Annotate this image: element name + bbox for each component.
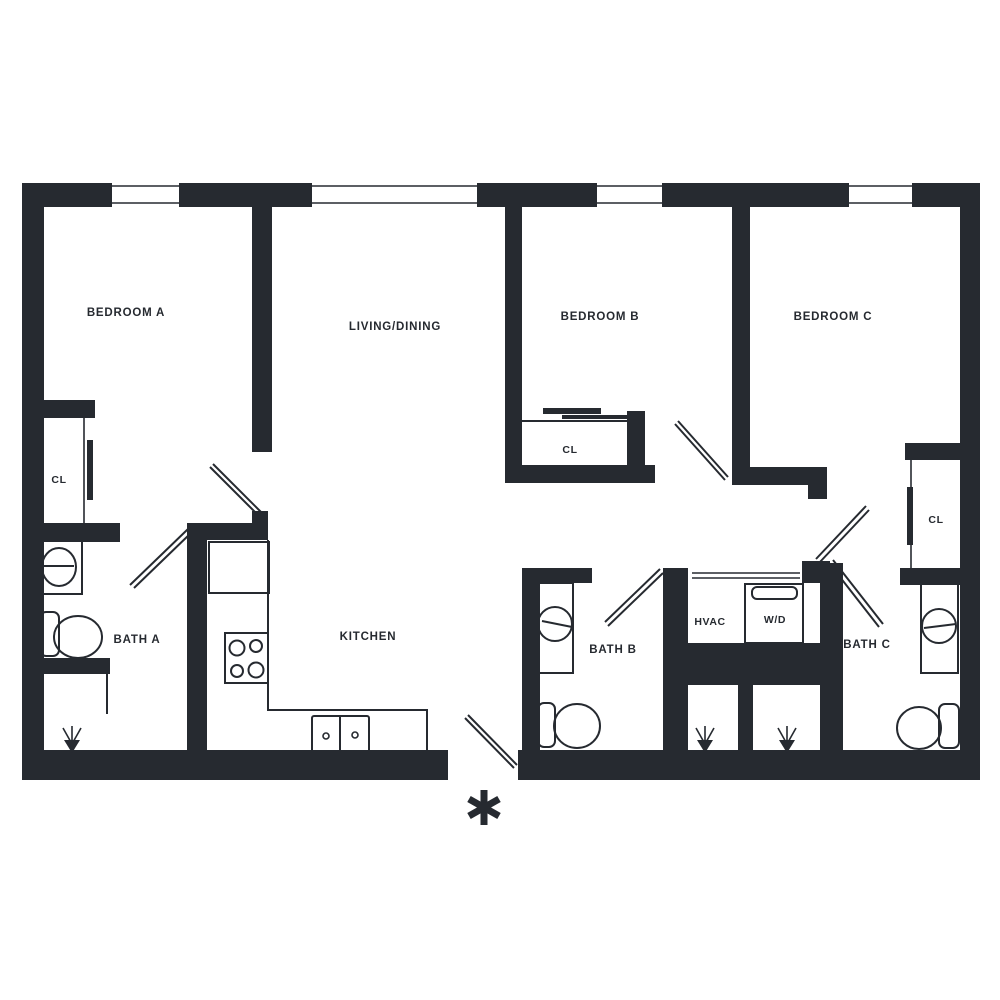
- closetA-label: CL: [51, 474, 66, 486]
- wall-top-seg2: [179, 183, 312, 207]
- bedroomA-label: BEDROOM A: [87, 307, 165, 319]
- wall-right: [960, 183, 980, 780]
- closetC-label: CL: [928, 514, 943, 526]
- wall-closetC-bottom: [900, 568, 960, 585]
- bathA-door: [129, 528, 193, 589]
- wall-bedroomB-bottom: [505, 465, 655, 483]
- wall-bedroomB-closet-pier: [627, 411, 645, 465]
- bathA-fixtures: [39, 540, 108, 753]
- living-dining-label: LIVING/DINING: [349, 321, 441, 333]
- kitchen-fixtures: [208, 540, 428, 755]
- bathB-toilet: [537, 702, 601, 749]
- wall-closetC-top: [905, 443, 960, 460]
- doors: [129, 420, 884, 769]
- wall-bottom-left: [22, 750, 448, 780]
- wall-bathA-shower-stub: [44, 658, 110, 674]
- bedroomC-door: [815, 505, 870, 564]
- window-3: [597, 185, 662, 204]
- closetB-sliding-door: [522, 408, 627, 422]
- wall-bedroomB-left: [505, 207, 522, 483]
- bathB-door: [604, 568, 664, 627]
- bedroomB-door: [674, 420, 729, 481]
- washer-dryer-unit: [744, 583, 804, 644]
- wall-closetA-bottom: [44, 523, 120, 542]
- stove: [224, 632, 269, 684]
- wall-bedroomA-door-pier: [252, 511, 268, 525]
- bathC-fixtures: [777, 582, 960, 753]
- wall-top-seg1: [22, 183, 112, 207]
- window-1: [112, 185, 179, 204]
- wall-left: [22, 183, 44, 780]
- wall-closetA-top: [44, 400, 95, 418]
- wall-bathC-left: [820, 563, 843, 752]
- bathB-shower-head-icon: [695, 726, 715, 753]
- closetC-sliding-door: [907, 460, 913, 570]
- wall-hvac-band: [663, 643, 823, 685]
- bathB-sink: [537, 582, 574, 674]
- wall-bathA-right: [187, 540, 207, 752]
- bathC-toilet: [896, 703, 960, 750]
- wall-bc-divider: [732, 207, 750, 468]
- entry-door: [464, 714, 518, 769]
- exterior-walls: [22, 183, 980, 780]
- wall-bottom-right: [518, 750, 980, 780]
- bathC-label: BATH C: [843, 639, 890, 651]
- wall-bedroomC-bottom: [732, 467, 827, 485]
- washer-dryer-label: W/D: [764, 614, 786, 626]
- wall-bathB-left: [522, 568, 540, 752]
- bedroomB-label: BEDROOM B: [561, 311, 640, 323]
- closetA-sliding-door: [83, 418, 93, 523]
- kitchen-label: KITCHEN: [340, 631, 397, 643]
- window-4: [849, 185, 912, 204]
- wall-bedroomC-bottom-step: [808, 485, 827, 499]
- interior-walls: [44, 207, 960, 752]
- bathB-label: BATH B: [589, 644, 636, 656]
- bathC-shower-head-icon: [777, 726, 797, 753]
- bathA-shower-head-icon: [62, 726, 82, 753]
- bathA-label: BATH A: [114, 634, 161, 646]
- closet-doors: [83, 408, 913, 579]
- wall-bedroomA-divider: [252, 207, 272, 452]
- kitchen-sink: [311, 715, 370, 755]
- wall-top-seg5: [912, 183, 980, 207]
- closetB-label: CL: [562, 444, 577, 456]
- room-labels: BEDROOM A LIVING/DINING BEDROOM B BEDROO…: [51, 307, 943, 656]
- wall-top-seg4: [662, 183, 849, 207]
- bathA-sink: [39, 540, 83, 595]
- fridge: [208, 541, 270, 594]
- entry-asterisk-icon: [467, 790, 501, 825]
- window-2: [312, 185, 477, 204]
- bathA-toilet: [39, 611, 103, 659]
- bathB-fixtures: [537, 582, 715, 753]
- bedroomA-door: [209, 463, 264, 518]
- hvac-closet-doors: [692, 572, 800, 579]
- hvac-label: HVAC: [694, 616, 725, 628]
- wall-shower-divider: [738, 685, 753, 752]
- bathC-sink: [920, 582, 959, 674]
- bathC-door: [828, 559, 884, 628]
- kitchen-counter: [267, 540, 428, 752]
- wall-top-seg3: [477, 183, 597, 207]
- bedroomC-label: BEDROOM C: [794, 311, 873, 323]
- wall-bathA-top: [187, 523, 268, 540]
